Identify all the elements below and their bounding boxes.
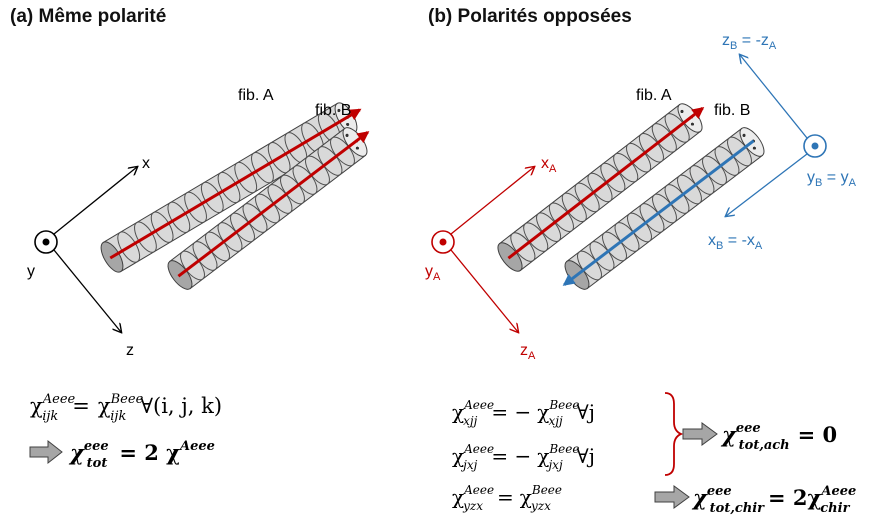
ya-axis-out-of-page-icon [431, 230, 455, 254]
yb-axis-out-of-page-icon [803, 134, 827, 158]
chiral-implies-arrow-icon [654, 485, 690, 509]
panel-b-fiber-b-label: fib. B [714, 102, 750, 119]
ya-axis-dot-icon [439, 238, 447, 246]
panel-a-title: (a) Même polarité [10, 6, 167, 27]
panel-a-fiber-a [100, 102, 362, 273]
fiber-pore [752, 146, 756, 150]
zb-axis-arrow [740, 55, 808, 139]
panel-b-axes-b: zB = -zA yB = yA xB = -xA [708, 32, 857, 252]
x-axis-arrow [53, 167, 137, 235]
xb-axis-label: xB = -xA [708, 232, 763, 252]
zb-axis-label: zB = -zA [722, 32, 777, 52]
panel-b-fiber-a-label: fib. A [636, 87, 672, 104]
polarity-axis-arrow [177, 131, 370, 278]
za-axis-arrow [450, 249, 518, 332]
polarity-axis-arrow [507, 106, 705, 260]
yb-axis-label: yB = yA [807, 169, 857, 189]
fiber-pore [690, 122, 694, 126]
polarity-axis-arrow [109, 108, 362, 260]
za-axis-label: zA [520, 342, 536, 362]
fiber-pore [355, 146, 359, 150]
panel-b-title: (b) Polarités opposées [428, 6, 632, 27]
x-axis-label: x [142, 155, 150, 172]
fiber-band [153, 212, 171, 242]
z-axis-arrow [53, 249, 121, 332]
y-axis-out-of-page-icon [34, 230, 58, 254]
z-axis-label: z [126, 342, 134, 359]
panel-b-axes-a: xA yA zA [425, 155, 557, 362]
yb-axis-dot-icon [811, 142, 819, 150]
panel-a-fiber-b-label: fib. B [315, 102, 351, 119]
fiber-band [170, 202, 188, 232]
panel-a-fiber-a-label: fib. A [238, 87, 274, 104]
xb-axis-arrow [726, 153, 808, 216]
fiber-pore [337, 108, 341, 112]
fibers-group [100, 102, 765, 290]
y-axis-label: y [27, 263, 35, 280]
xa-axis-arrow [450, 167, 534, 235]
polarity-axis-arrow [562, 139, 755, 286]
fiber-pore [742, 133, 746, 137]
panel-b-fiber-a [497, 103, 705, 272]
xa-axis-label: xA [541, 155, 557, 175]
fiber-band [120, 232, 138, 262]
panel-a-fiber-b [167, 127, 370, 290]
fiber-pore [346, 123, 349, 126]
panel-b-fiber-b [562, 127, 765, 290]
y-axis-dot-icon [42, 238, 50, 246]
panel-a-axes: x y z [27, 155, 150, 359]
fiber-band [220, 172, 238, 203]
panel-a-implies-arrow-icon [29, 439, 63, 465]
ya-axis-label: yA [425, 263, 441, 283]
achiral-implies-arrow-icon [682, 422, 718, 446]
fiber-pore [680, 109, 684, 113]
red-brace-icon [664, 392, 684, 476]
fiber-pore [345, 133, 349, 137]
